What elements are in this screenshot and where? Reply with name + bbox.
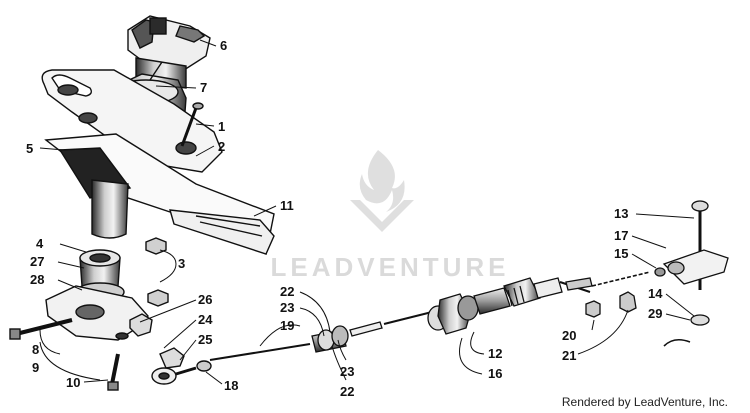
callout-23-lower: 23 <box>340 364 354 379</box>
callout-14: 14 <box>648 286 663 301</box>
callout-29: 29 <box>648 306 662 321</box>
callout-8: 8 <box>32 342 39 357</box>
callout-9: 9 <box>32 360 39 375</box>
flame-logo-icon <box>359 150 405 212</box>
callout-15: 15 <box>614 246 628 261</box>
callout-19: 19 <box>280 318 294 333</box>
callout-28: 28 <box>30 272 44 287</box>
callout-10: 10 <box>66 375 80 390</box>
callout-12: 12 <box>488 346 502 361</box>
callout-24: 24 <box>198 312 213 327</box>
callout-6: 6 <box>220 38 227 53</box>
leader-lines <box>39 39 695 385</box>
callout-16: 16 <box>488 366 502 381</box>
render-credit: Rendered by LeadVenture, Inc. <box>561 395 728 409</box>
callout-21: 21 <box>562 348 576 363</box>
callout-11: 11 <box>280 198 294 213</box>
callout-3: 3 <box>178 256 185 271</box>
callout-7: 7 <box>200 80 207 95</box>
callout-4: 4 <box>36 236 44 251</box>
callout-13: 13 <box>614 206 628 221</box>
callout-17: 17 <box>614 228 628 243</box>
callout-25: 25 <box>198 332 212 347</box>
watermark-text: LEADVENTURE <box>270 252 509 282</box>
steering-post-assembly <box>9 15 275 391</box>
throttle-arm-assembly <box>654 200 729 347</box>
callout-26: 26 <box>198 292 212 307</box>
callout-23-upper: 23 <box>280 300 294 315</box>
callout-5: 5 <box>26 141 33 156</box>
throttle-cable-assembly <box>209 271 651 361</box>
callout-27: 27 <box>30 254 44 269</box>
callout-2: 2 <box>218 139 225 154</box>
callout-1: 1 <box>218 119 225 134</box>
callout-labels: 6 7 1 5 2 11 4 27 28 3 26 24 25 8 9 10 1… <box>26 38 663 399</box>
v-logo-icon <box>350 200 414 232</box>
callout-20: 20 <box>562 328 576 343</box>
callout-22-lower: 22 <box>340 384 354 399</box>
callout-18: 18 <box>224 378 238 393</box>
watermark: LEADVENTURE <box>270 150 509 282</box>
callout-22-upper: 22 <box>280 284 294 299</box>
